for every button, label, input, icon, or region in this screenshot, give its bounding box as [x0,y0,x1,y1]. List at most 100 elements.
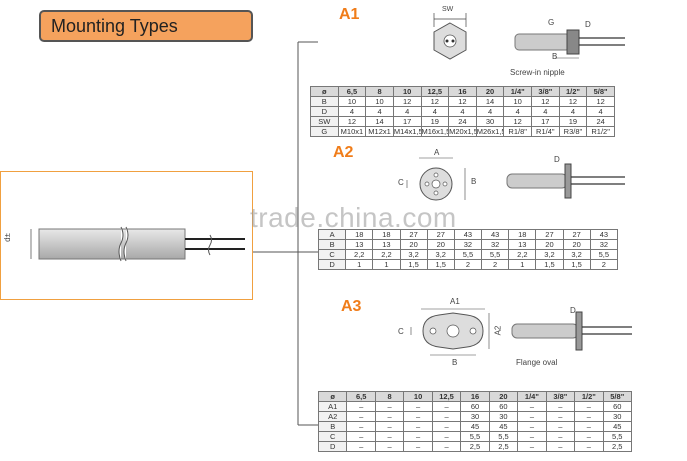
table-cell: – [431,421,462,432]
table-cell: R1/4" [531,126,560,137]
table-cell: – [574,411,604,422]
table-cell: – [346,411,376,422]
oval-flange-drawing [410,308,490,356]
table-cell: 4 [448,106,477,117]
caption-screw-in-nipple: Screw-in nipple [510,68,565,77]
table-cell: 14 [475,96,505,107]
table-header-cell: 6,5 [346,391,376,402]
table-cell: – [374,431,405,442]
table-cell: – [574,421,604,432]
table-cell: – [374,411,405,422]
table-cell: – [346,421,376,432]
table-cell: – [517,431,547,442]
table-cell: 12 [586,96,615,107]
table-cell: 32 [453,239,483,250]
table-cell: – [403,431,433,442]
table-header-cell: 5/8" [602,391,633,402]
dim-sw: SW [442,6,454,13]
table-cell: 4 [503,106,532,117]
table-cell: 30 [475,116,505,127]
table-row: D 4 4 4 4 4 4 4 4 4 4 [310,106,615,117]
table-cell: – [346,431,376,442]
caption-flange-oval: Flange oval [516,358,558,367]
table-a3-header: ø 6,5 8 10 12,5 16 20 1/4" 3/8" 1/2" 5/8… [317,391,633,402]
table-cell: 20 [562,239,591,250]
table-row: SW 12 14 17 19 24 30 12 17 19 24 [310,116,615,127]
table-cell: 30 [488,411,519,422]
table-cell: 5,5 [488,431,519,442]
dim-c-a2: C [398,178,404,187]
table-cell: 2,2 [508,249,537,260]
dim-b-a2: B [471,177,477,186]
table-cell: 32 [589,239,619,250]
table-cell: – [346,401,376,412]
table-a2: A 18 18 27 27 43 43 18 27 27 43 B 13 13 … [317,229,619,270]
table-cell: 30 [602,411,633,422]
table-cell: – [545,411,576,422]
table-cell: – [346,441,376,452]
table-cell: 20 [535,239,564,250]
table-row: B 10 10 12 12 12 14 10 12 12 12 [310,96,615,107]
dim-b-a3: B [452,358,458,367]
table-header-cell: 12,5 [420,86,450,97]
dim-d-a1: D [585,20,591,29]
table-header-cell: 1/2" [558,86,588,97]
table-header-cell: 8 [374,391,405,402]
table-cell: 2 [453,259,483,270]
hex-nut-drawing [433,13,467,60]
table-cell: 3,2 [426,249,455,260]
table-cell: 18 [508,229,537,240]
table-cell: 2 [589,259,619,270]
table-cell: 12 [503,116,532,127]
table-header-cell: 5/8" [586,86,615,97]
table-cell: – [431,401,462,412]
table-header-cell: 3/8" [545,391,576,402]
table-cell: 27 [535,229,564,240]
table-row: C – – – – 5,5 5,5 – – – 5,5 [317,431,633,442]
table-row: A2 – – – – 30 30 – – – 30 [317,411,633,422]
table-header-cell: 10 [403,391,433,402]
table-header-cell: 6,5 [337,86,367,97]
table-cell: 3,2 [399,249,428,260]
dim-a2-a3: A2 [493,325,503,336]
table-cell: 24 [586,116,615,127]
table-cell: 45 [602,421,633,432]
table-cell: C [317,431,348,442]
table-cell: 30 [460,411,490,422]
table-cell: 1 [508,259,537,270]
table-cell: – [431,411,462,422]
table-cell: – [545,441,576,452]
table-header-cell: ø [317,391,348,402]
table-header-cell: 20 [488,391,519,402]
table-cell: M16x1,5 [420,126,450,137]
table-cell: 4 [586,106,615,117]
watermark: trade.china.com [250,202,457,233]
table-cell: – [374,421,405,432]
dim-a1-a3: A1 [450,297,460,306]
table-cell: 4 [531,106,560,117]
table-cell: – [403,441,433,452]
table-cell: 10 [337,96,367,107]
table-a1: ø 6,5 8 10 12,5 16 20 1/4" 3/8" 1/2" 5/8… [310,86,615,137]
table-cell: – [403,411,433,422]
table-cell: 45 [488,421,519,432]
table-cell: 19 [420,116,450,127]
table-header-cell: 12,5 [431,391,462,402]
table-cell: D [317,441,348,452]
table-cell: 1,5 [535,259,564,270]
table-cell: B [317,239,347,250]
table-cell: 12 [337,116,367,127]
table-cell: D [310,106,339,117]
table-cell: 60 [488,401,519,412]
table-cell: – [517,401,547,412]
table-row: A 18 18 27 27 43 43 18 27 27 43 [317,229,619,240]
label-a3: A3 [341,298,362,315]
table-cell: A2 [317,411,348,422]
dim-b-a1: B [552,52,558,61]
table-cell: – [374,441,405,452]
table-cell: 4 [365,106,394,117]
table-a3: ø 6,5 8 10 12,5 16 20 1/4" 3/8" 1/2" 5/8… [317,391,633,452]
table-cell: B [317,421,348,432]
table-cell: SW [310,116,339,127]
dim-g: G [548,18,555,27]
